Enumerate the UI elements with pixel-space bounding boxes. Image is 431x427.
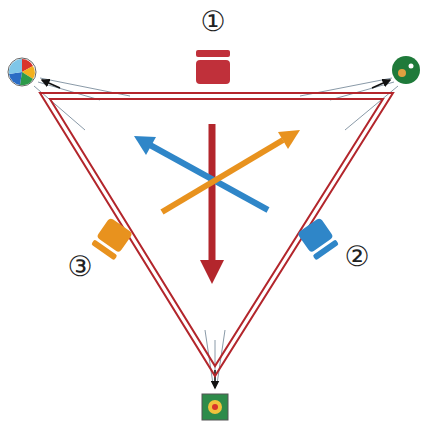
callout-number: ① bbox=[200, 8, 225, 36]
callout-number: ② bbox=[344, 243, 369, 271]
callout-number: ③ bbox=[67, 253, 92, 281]
